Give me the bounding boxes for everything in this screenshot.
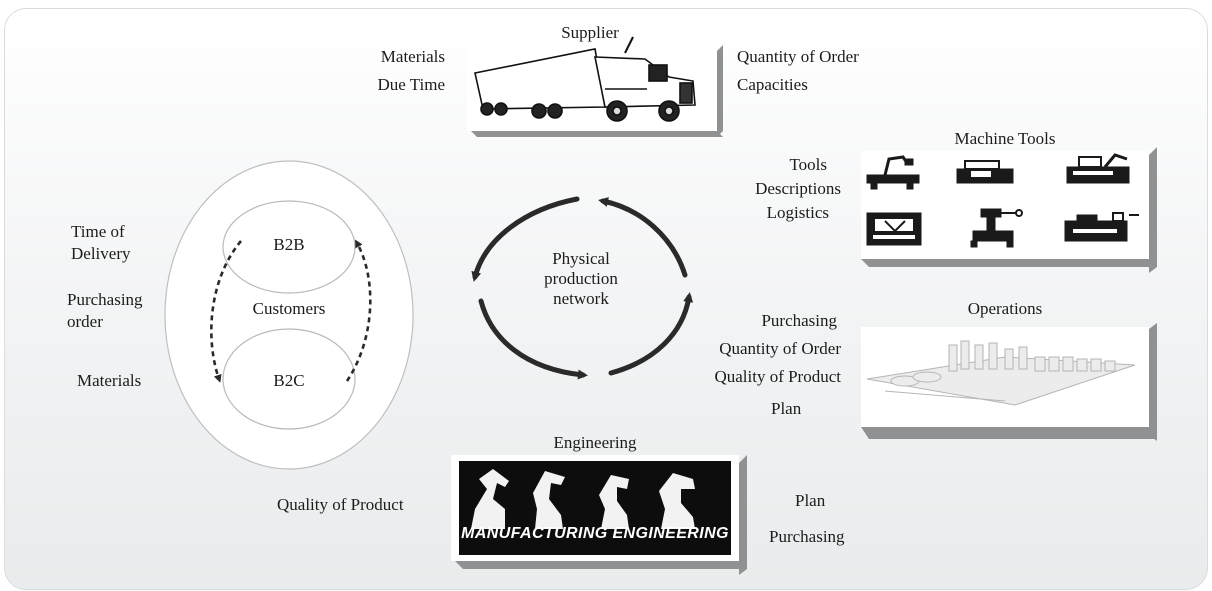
supplier-materials-label: Materials: [380, 47, 445, 66]
operations-purchasing-label: Purchasing: [761, 311, 837, 330]
engineering-purchasing-label: Purchasing: [769, 527, 845, 546]
operations-quantity-label: Quantity of Order: [719, 339, 841, 358]
machine-tools-descriptions-label: Descriptions: [755, 179, 841, 198]
supplier-box: [467, 36, 723, 137]
supplier-title: Supplier: [561, 23, 619, 42]
b2c-oval: [222, 328, 356, 430]
cycle-arrow-bottom-right: [608, 292, 694, 376]
operations-plan-label: Plan: [771, 399, 802, 418]
engineering-quality-label: Quality of Product: [277, 495, 404, 514]
operations-box: [861, 323, 1157, 441]
diagram-graphics: [164, 36, 1157, 575]
engineering-title: Engineering: [553, 433, 637, 452]
cycle-arrow-top-left: [471, 196, 580, 282]
customers-label: Customers: [252, 299, 326, 318]
machine-tools-tools-label: Tools: [789, 155, 827, 174]
customers-materials-label: Materials: [77, 371, 142, 390]
truck-icon: [474, 36, 696, 122]
engineering-box: [451, 455, 747, 575]
purchasing-order-label: Purchasing order: [67, 290, 143, 331]
production-cycle-arrows: [471, 196, 694, 380]
physical-production-network-label: Physical production network: [544, 249, 618, 308]
time-of-delivery-label: Time of Delivery: [71, 222, 131, 263]
customers-group: [164, 160, 414, 470]
supplier-due-time-label: Due Time: [377, 75, 445, 94]
robot-arms-icon: [471, 469, 695, 529]
manufacturing-engineering-banner-text: MANUFACTURING ENGINEERING: [461, 525, 729, 542]
machine-tools-box: [861, 147, 1157, 273]
b2b-to-b2c-arrow: [210, 240, 242, 383]
factory-plant-icon: [866, 340, 1136, 406]
machine-tools-logistics-label: Logistics: [766, 203, 829, 222]
supplier-quantity-label: Quantity of Order: [737, 47, 859, 66]
diagram-canvas: Supplier Materials Due Time Quantity of …: [4, 8, 1208, 590]
operations-quality-label: Quality of Product: [714, 367, 841, 386]
engineering-plan-label: Plan: [795, 491, 826, 510]
cycle-arrow-top-right: [598, 197, 688, 278]
b2c-label: B2C: [273, 371, 305, 390]
machine-tools-title: Machine Tools: [954, 129, 1056, 148]
operations-title: Operations: [967, 299, 1043, 318]
b2b-oval: [222, 200, 356, 294]
b2b-label: B2B: [273, 235, 305, 254]
supplier-capacities-label: Capacities: [737, 75, 808, 94]
cycle-arrow-bottom-left: [478, 298, 588, 380]
machine-tool-icons: [866, 153, 1139, 248]
b2c-to-b2b-arrow: [345, 239, 372, 382]
